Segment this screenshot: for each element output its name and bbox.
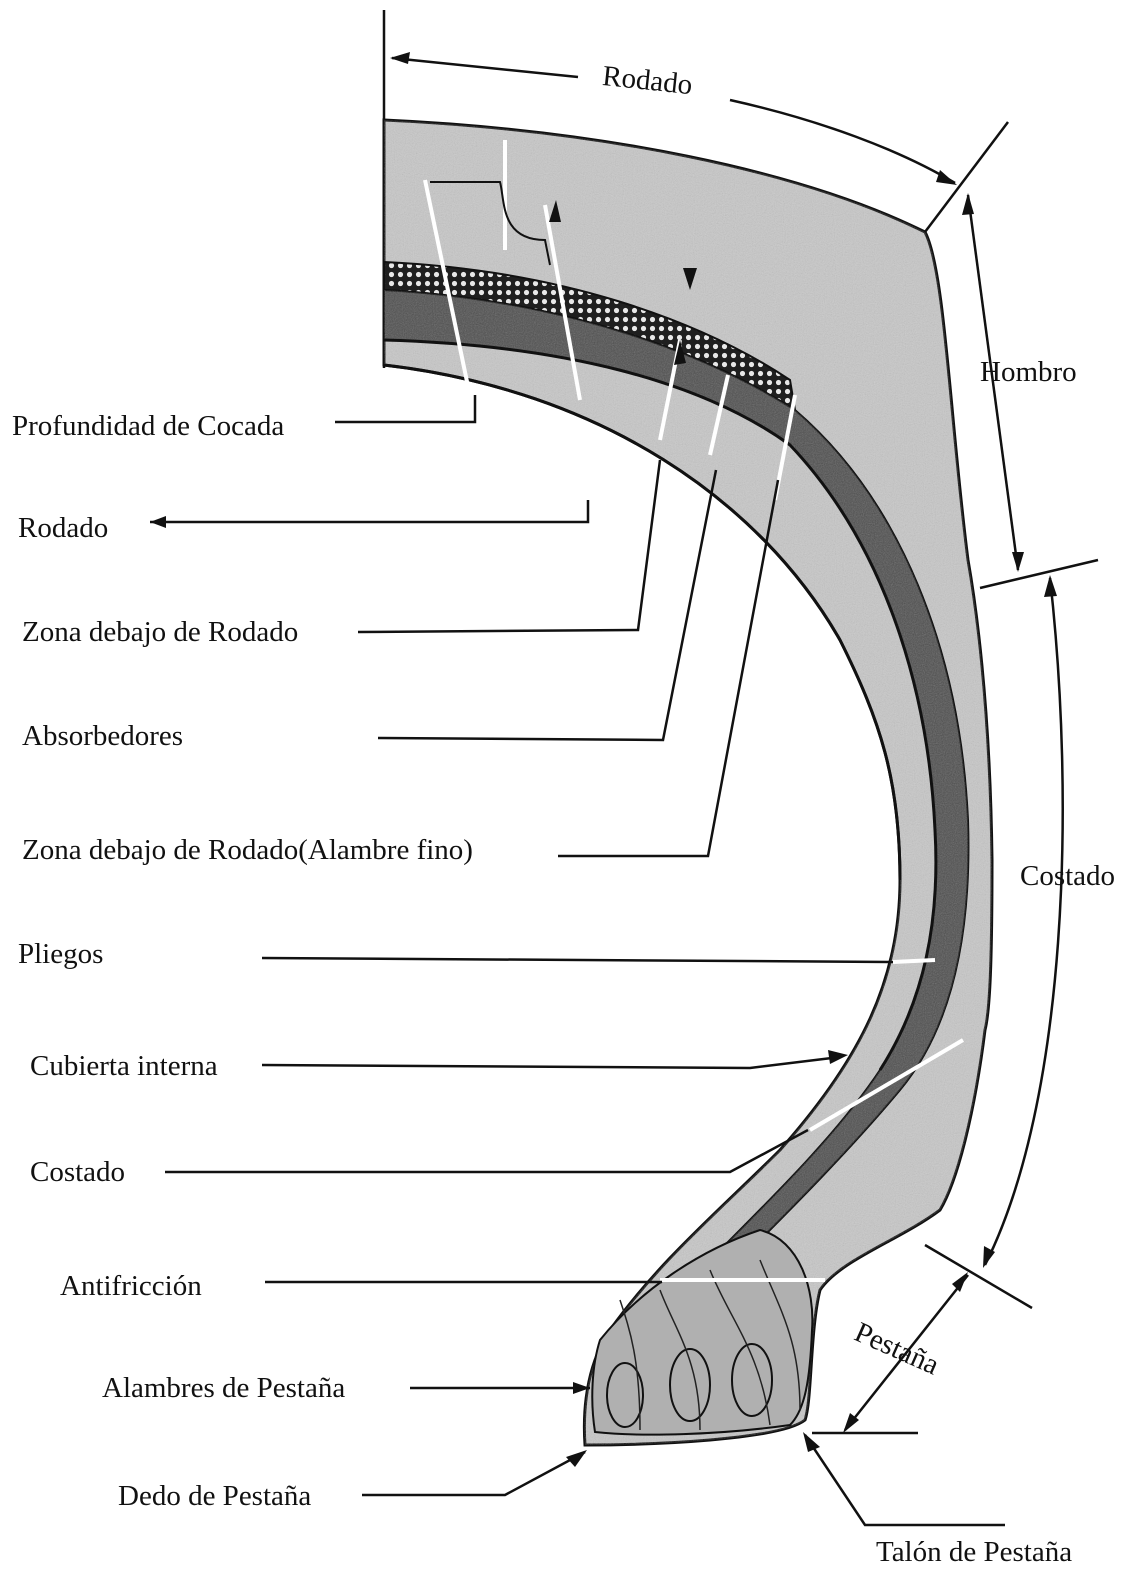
callout-dedo-de-pestana: Dedo de Pestaña — [118, 1482, 311, 1511]
leader-cubierta — [262, 1057, 840, 1068]
leader-costado — [165, 1130, 808, 1172]
callout-cubierta-interna: Cubierta interna — [30, 1052, 218, 1081]
callout-absorbedores: Absorbedores — [22, 722, 183, 751]
leader-rodado — [150, 500, 588, 522]
leader-pliegos — [262, 958, 893, 962]
talon-leader — [805, 1435, 1005, 1525]
leader-dedo — [362, 1452, 585, 1495]
leader-zona-debajo — [358, 460, 660, 632]
leader-profundidad — [335, 395, 475, 422]
callout-alambres-de-pestana: Alambres de Pestaña — [102, 1374, 345, 1403]
zone-label-hombro: Hombro — [980, 358, 1077, 387]
callout-antifriccion: Antifricción — [60, 1272, 202, 1301]
zone-label-talon: Talón de Pestaña — [876, 1538, 1072, 1567]
callout-pliegos: Pliegos — [18, 940, 103, 969]
rodado-dimension-arrow — [392, 58, 578, 77]
zone-label-costado: Costado — [1020, 862, 1115, 891]
bead-filler — [592, 1230, 812, 1435]
callout-rodado: Rodado — [18, 514, 108, 543]
leader-absorbedores — [378, 470, 716, 740]
callout-zona-alambre-fino: Zona debajo de Rodado(Alambre fino) — [22, 836, 473, 865]
callout-costado: Costado — [30, 1158, 125, 1187]
callout-zona-debajo-de-rodado: Zona debajo de Rodado — [22, 618, 298, 647]
callout-profundidad-de-cocada: Profundidad de Cocada — [12, 412, 284, 441]
leader-alambre-fino — [558, 480, 778, 856]
costado-dimension-arrow — [985, 578, 1063, 1265]
